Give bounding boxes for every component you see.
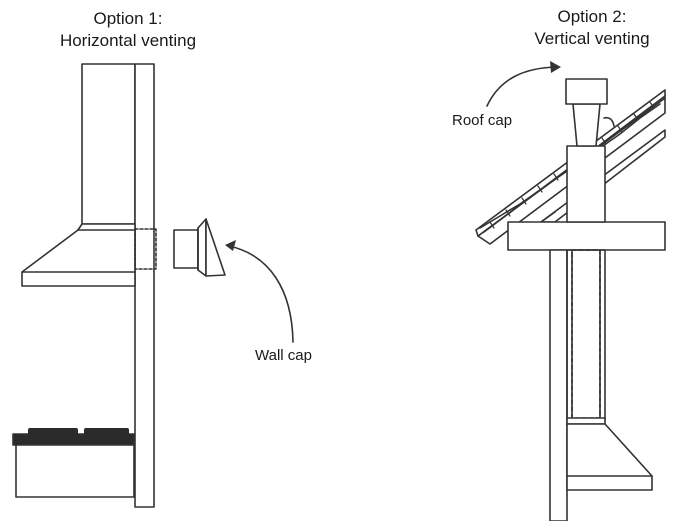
option1-callout-arrow xyxy=(228,245,294,343)
option2-callout-arrow xyxy=(486,66,557,107)
option1-chimney xyxy=(81,63,136,225)
option2-duct xyxy=(566,145,606,425)
option1-wall-duct xyxy=(134,228,157,270)
option2-ceiling-beam xyxy=(507,221,666,251)
option2-drawing xyxy=(475,61,666,521)
option2-title: Option 2: Vertical venting xyxy=(512,6,672,50)
option1-wall xyxy=(134,63,155,508)
option2-roof-cap xyxy=(565,78,615,147)
option1-title-line2: Horizontal venting xyxy=(59,31,197,50)
option2-callout-label: Roof cap xyxy=(452,112,513,129)
option1-hood-canopy xyxy=(21,223,136,287)
option2-title-line1: Option 2: xyxy=(557,7,627,26)
option2-wall xyxy=(549,249,568,521)
option1-callout-label: Wall cap xyxy=(255,347,312,364)
option1-range xyxy=(12,428,135,498)
option2-hood-canopy xyxy=(566,423,653,491)
option1-wall-cap xyxy=(173,218,226,277)
option1-title-line1: Option 1: xyxy=(93,9,163,28)
option1-title: Option 1: Horizontal venting xyxy=(48,8,208,52)
option1-drawing xyxy=(12,63,294,508)
option2-title-line2: Vertical venting xyxy=(534,29,650,48)
